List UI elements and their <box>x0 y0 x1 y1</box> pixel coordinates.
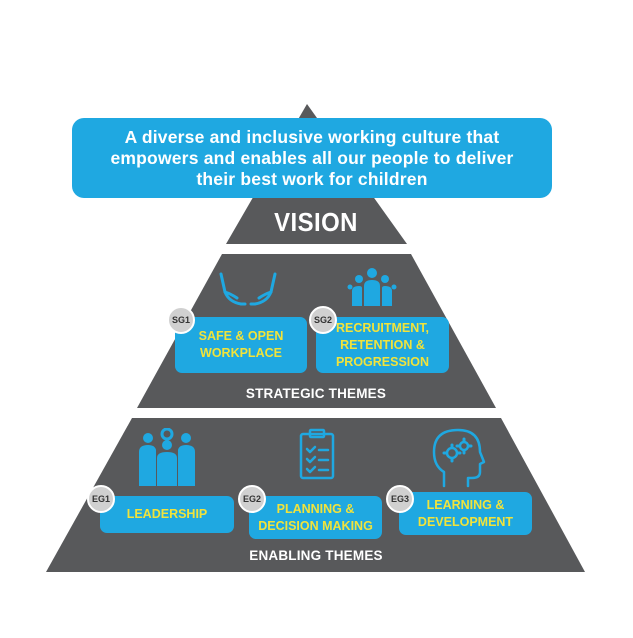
theme-planning-decision: PLANNING & DECISION MAKING <box>249 496 382 539</box>
theme-line: LEARNING & <box>426 497 505 512</box>
open-hands-icon <box>219 272 277 306</box>
theme-line: WORKPLACE <box>200 346 282 360</box>
enabling-themes-label: ENABLING THEMES <box>249 548 383 563</box>
badge-sg2: SG2 <box>309 306 337 334</box>
theme-line: PLANNING & <box>276 501 355 516</box>
vision-line-1: A diverse and inclusive working culture … <box>124 126 500 147</box>
theme-safe-open-workplace: SAFE & OPEN WORKPLACE <box>175 317 307 373</box>
theme-line: RETENTION & <box>340 337 425 352</box>
theme-line: PROGRESSION <box>335 354 430 369</box>
theme-learning-development: LEARNING & DEVELOPMENT <box>399 492 532 535</box>
theme-line: RECRUITMENT, <box>335 320 430 335</box>
theme-line: DEVELOPMENT <box>417 514 514 529</box>
vision-line-2: empowers and enables all our people to d… <box>110 147 514 168</box>
team-gear-icon <box>139 428 195 486</box>
vision-label: VISION <box>274 207 358 237</box>
head-gears-icon <box>432 428 486 488</box>
group-people-icon <box>347 268 397 306</box>
badge-eg3: EG3 <box>386 485 414 513</box>
theme-recruitment-retention: RECRUITMENT, RETENTION & PROGRESSION <box>316 317 449 373</box>
badge-eg2: EG2 <box>238 485 266 513</box>
vision-line-3: their best work for children <box>196 168 428 189</box>
clipboard-checklist-icon <box>299 428 335 480</box>
theme-line: DECISION MAKING <box>258 518 373 533</box>
theme-line: SAFE & OPEN <box>198 329 284 343</box>
badge-sg1: SG1 <box>167 306 195 334</box>
vision-statement: A diverse and inclusive working culture … <box>72 118 552 198</box>
strategic-themes-label: STRATEGIC THEMES <box>245 386 387 401</box>
theme-leadership: LEADERSHIP <box>100 496 234 533</box>
theme-line: LEADERSHIP <box>126 507 208 521</box>
badge-eg1: EG1 <box>87 485 115 513</box>
